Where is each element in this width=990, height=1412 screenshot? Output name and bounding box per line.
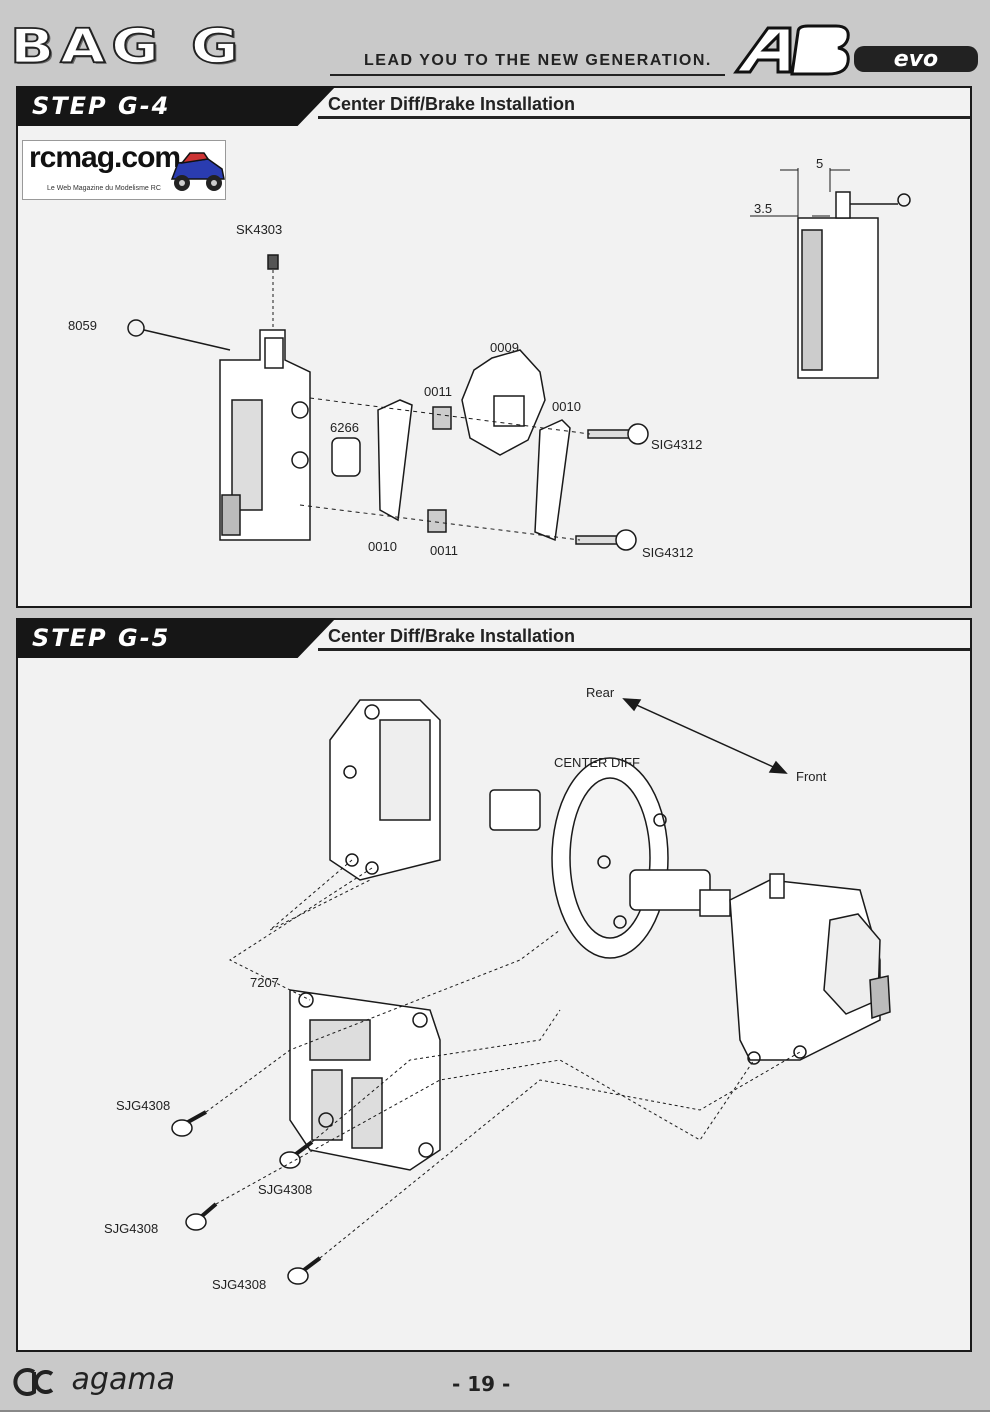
part-0010-right: 0010 (552, 399, 581, 414)
a8-evo-logo-icon: evo (733, 24, 978, 76)
brake-mount-drawing (219, 329, 311, 541)
spring-0011-top (432, 406, 452, 430)
brake-mount-g5-right (729, 873, 891, 1065)
direction-front: Front (796, 769, 827, 784)
part-8059: 8059 (68, 318, 97, 333)
svg-text:evo: evo (894, 47, 938, 72)
bushing-6266 (331, 437, 361, 477)
part-7207: 7207 (250, 975, 279, 990)
long-pin-8059 (127, 319, 231, 351)
part-sjg4308-d: SJG4308 (212, 1277, 267, 1292)
screw-sig4312-bottom (575, 529, 637, 551)
part-6266: 6266 (330, 420, 359, 435)
rcmag-watermark: rcmag.com Le Web Magazine du Modelisme R… (22, 140, 226, 200)
step-g5-tab: STEP G-5 (16, 618, 336, 658)
brake-mount-g5-left (329, 699, 441, 881)
screw-sjg4308-c (185, 1202, 218, 1231)
part-sig4312-top: SIG4312 (651, 437, 703, 452)
part-sk4303: SK4303 (236, 222, 283, 237)
step-g5-label: STEP G-5 (32, 624, 171, 652)
part-sjg4308-a: SJG4308 (116, 1098, 171, 1113)
page-number: - 19 - (452, 1372, 511, 1396)
agama-logo-icon (13, 1367, 54, 1396)
part-center-diff: CENTER DIFF (554, 755, 640, 770)
screw-sjg4308-a (171, 1110, 207, 1137)
assembly-guides-g5 (205, 859, 801, 1259)
part-sjg4308-b: SJG4308 (258, 1182, 313, 1197)
brake-pad-right (534, 419, 571, 542)
step-g5-rule (318, 648, 970, 651)
rcmag-subtitle: Le Web Magazine du Modelisme RC (47, 185, 161, 192)
direction-arrow (622, 698, 788, 774)
tagline: LEAD YOU TO THE NEW GENERATION. (364, 52, 712, 69)
step-g4-label: STEP G-4 (32, 92, 171, 120)
screw-sjg4308-d (287, 1256, 322, 1285)
header-rule (330, 74, 725, 76)
part-0011-bottom: 0011 (430, 543, 458, 558)
direction-rear: Rear (586, 685, 615, 700)
dimension-3-5: 3.5 (754, 201, 773, 216)
agama-brand: agama (12, 1362, 175, 1398)
set-screw-sk4303 (267, 254, 279, 270)
brake-pad-left (377, 399, 413, 522)
side-view-inset (750, 168, 911, 379)
agama-text: agama (71, 1362, 175, 1397)
step-g4-tab: STEP G-4 (16, 86, 336, 126)
part-sjg4308-c: SJG4308 (104, 1221, 159, 1236)
rc-car-icon (170, 152, 225, 191)
screw-sig4312-top (587, 423, 649, 445)
bag-title: BAG G (9, 17, 245, 74)
step-g4-rule (318, 116, 970, 119)
part-0010-left: 0010 (368, 539, 397, 554)
part-0009: 0009 (490, 340, 519, 355)
footer-bar (0, 1410, 990, 1412)
step-g5-panel: STEP G-5 Center Diff/Brake Installation (16, 618, 972, 1352)
part-sig4312-bottom: SIG4312 (642, 545, 694, 560)
center-diff-drawing (489, 757, 731, 959)
step-g4-title: Center Diff/Brake Installation (328, 94, 576, 114)
dimension-5: 5 (816, 156, 824, 171)
part-0011-top: 0011 (424, 384, 452, 399)
rcmag-site: rcmag.com (29, 141, 181, 174)
step-g5-title: Center Diff/Brake Installation (328, 626, 576, 646)
screw-sjg4308-b (279, 1140, 314, 1169)
